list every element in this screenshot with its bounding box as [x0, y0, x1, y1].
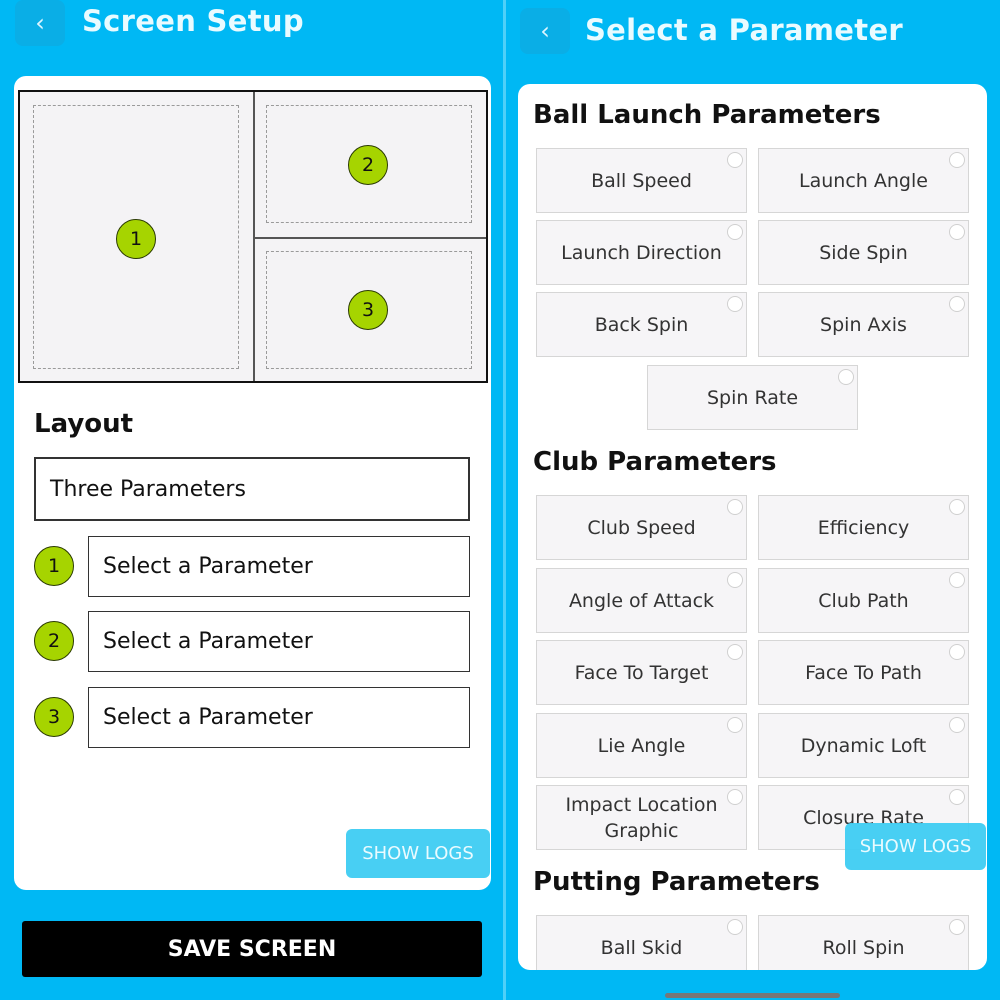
radio-unselected-icon[interactable] — [949, 224, 965, 240]
radio-unselected-icon[interactable] — [727, 224, 743, 240]
page-title: Select a Parameter — [585, 13, 904, 47]
parameter-label: Side Spin — [819, 241, 908, 264]
page-title: Screen Setup — [82, 4, 304, 38]
parameter-select-2[interactable]: Select a Parameter — [88, 611, 470, 672]
parameter-option[interactable]: Angle of Attack — [536, 568, 747, 633]
radio-unselected-icon[interactable] — [727, 572, 743, 588]
radio-unselected-icon[interactable] — [949, 644, 965, 660]
slot-badge: 3 — [348, 290, 388, 330]
parameter-label: Face To Target — [574, 661, 709, 684]
parameter-label: Back Spin — [594, 313, 689, 336]
parameter-option[interactable]: Efficiency — [758, 495, 969, 560]
section-heading: Ball Launch Parameters — [533, 100, 881, 130]
radio-unselected-icon[interactable] — [727, 919, 743, 935]
radio-unselected-icon[interactable] — [949, 572, 965, 588]
parameter-option[interactable]: Back Spin — [536, 292, 747, 357]
parameter-label: Ball Speed — [591, 169, 692, 192]
radio-unselected-icon[interactable] — [949, 789, 965, 805]
parameter-option[interactable]: Launch Angle — [758, 148, 969, 213]
radio-unselected-icon[interactable] — [727, 152, 743, 168]
chevron-left-icon: ‹ — [540, 17, 550, 45]
parameter-label: Roll Spin — [822, 936, 905, 959]
slot-badge: 1 — [116, 219, 156, 259]
parameter-label: Dynamic Loft — [800, 734, 927, 757]
parameter-option[interactable]: Lie Angle — [536, 713, 747, 778]
parameter-select-3[interactable]: Select a Parameter — [88, 687, 470, 748]
show-logs-button[interactable]: SHOW LOGS — [346, 829, 490, 878]
parameter-option[interactable]: Impact Location Graphic — [536, 785, 747, 850]
parameter-option[interactable]: Face To Path — [758, 640, 969, 705]
radio-unselected-icon[interactable] — [727, 499, 743, 515]
show-logs-button[interactable]: SHOW LOGS — [845, 823, 986, 870]
parameter-select-1[interactable]: Select a Parameter — [88, 536, 470, 597]
parameter-label: Launch Direction — [561, 241, 722, 264]
parameter-label: Club Path — [818, 589, 909, 612]
layout-preview: 1 2 3 — [18, 90, 488, 383]
home-indicator — [665, 993, 840, 998]
layout-heading: Layout — [34, 409, 134, 439]
radio-unselected-icon[interactable] — [949, 152, 965, 168]
parameter-option[interactable]: Roll Spin — [758, 915, 969, 970]
row-badge: 1 — [34, 546, 74, 586]
parameter-option[interactable]: Ball Speed — [536, 148, 747, 213]
parameter-option[interactable]: Side Spin — [758, 220, 969, 285]
parameter-option[interactable]: Dynamic Loft — [758, 713, 969, 778]
back-button[interactable]: ‹ — [15, 0, 65, 46]
section-heading: Putting Parameters — [533, 867, 820, 897]
parameter-option[interactable]: Club Speed — [536, 495, 747, 560]
parameter-label: Spin Axis — [820, 313, 907, 336]
parameter-label: Ball Skid — [600, 936, 683, 959]
parameter-option[interactable]: Ball Skid — [536, 915, 747, 970]
section-heading: Club Parameters — [533, 447, 777, 477]
slot-1[interactable] — [33, 105, 239, 369]
parameter-option[interactable]: Spin Rate — [647, 365, 858, 430]
radio-unselected-icon[interactable] — [727, 296, 743, 312]
row-badge: 3 — [34, 697, 74, 737]
radio-unselected-icon[interactable] — [949, 717, 965, 733]
parameter-label: Lie Angle — [597, 734, 686, 757]
parameter-label: Club Speed — [587, 516, 696, 539]
slot-3[interactable] — [266, 251, 472, 369]
parameter-option[interactable]: Club Path — [758, 568, 969, 633]
radio-unselected-icon[interactable] — [727, 789, 743, 805]
parameter-label: Face To Path — [805, 661, 922, 684]
parameter-label: Impact Location Graphic — [565, 793, 718, 842]
parameter-option[interactable]: Spin Axis — [758, 292, 969, 357]
parameter-label: Efficiency — [817, 516, 910, 539]
radio-unselected-icon[interactable] — [949, 296, 965, 312]
radio-unselected-icon[interactable] — [949, 499, 965, 515]
radio-unselected-icon[interactable] — [727, 644, 743, 660]
slot-2[interactable] — [266, 105, 472, 223]
radio-unselected-icon[interactable] — [838, 369, 854, 385]
radio-unselected-icon[interactable] — [727, 717, 743, 733]
slot-badge: 2 — [348, 145, 388, 185]
layout-dropdown[interactable]: Three Parameters — [34, 457, 470, 521]
panel-divider — [503, 0, 506, 1000]
parameter-label: Launch Angle — [799, 169, 928, 192]
parameter-option[interactable]: Face To Target — [536, 640, 747, 705]
parameter-option[interactable]: Launch Direction — [536, 220, 747, 285]
parameter-label: Angle of Attack — [568, 589, 715, 612]
radio-unselected-icon[interactable] — [949, 919, 965, 935]
parameter-label: Spin Rate — [706, 386, 799, 409]
row-badge: 2 — [34, 621, 74, 661]
chevron-left-icon: ‹ — [35, 9, 45, 37]
save-screen-button[interactable]: SAVE SCREEN — [22, 921, 482, 977]
back-button[interactable]: ‹ — [520, 8, 570, 54]
